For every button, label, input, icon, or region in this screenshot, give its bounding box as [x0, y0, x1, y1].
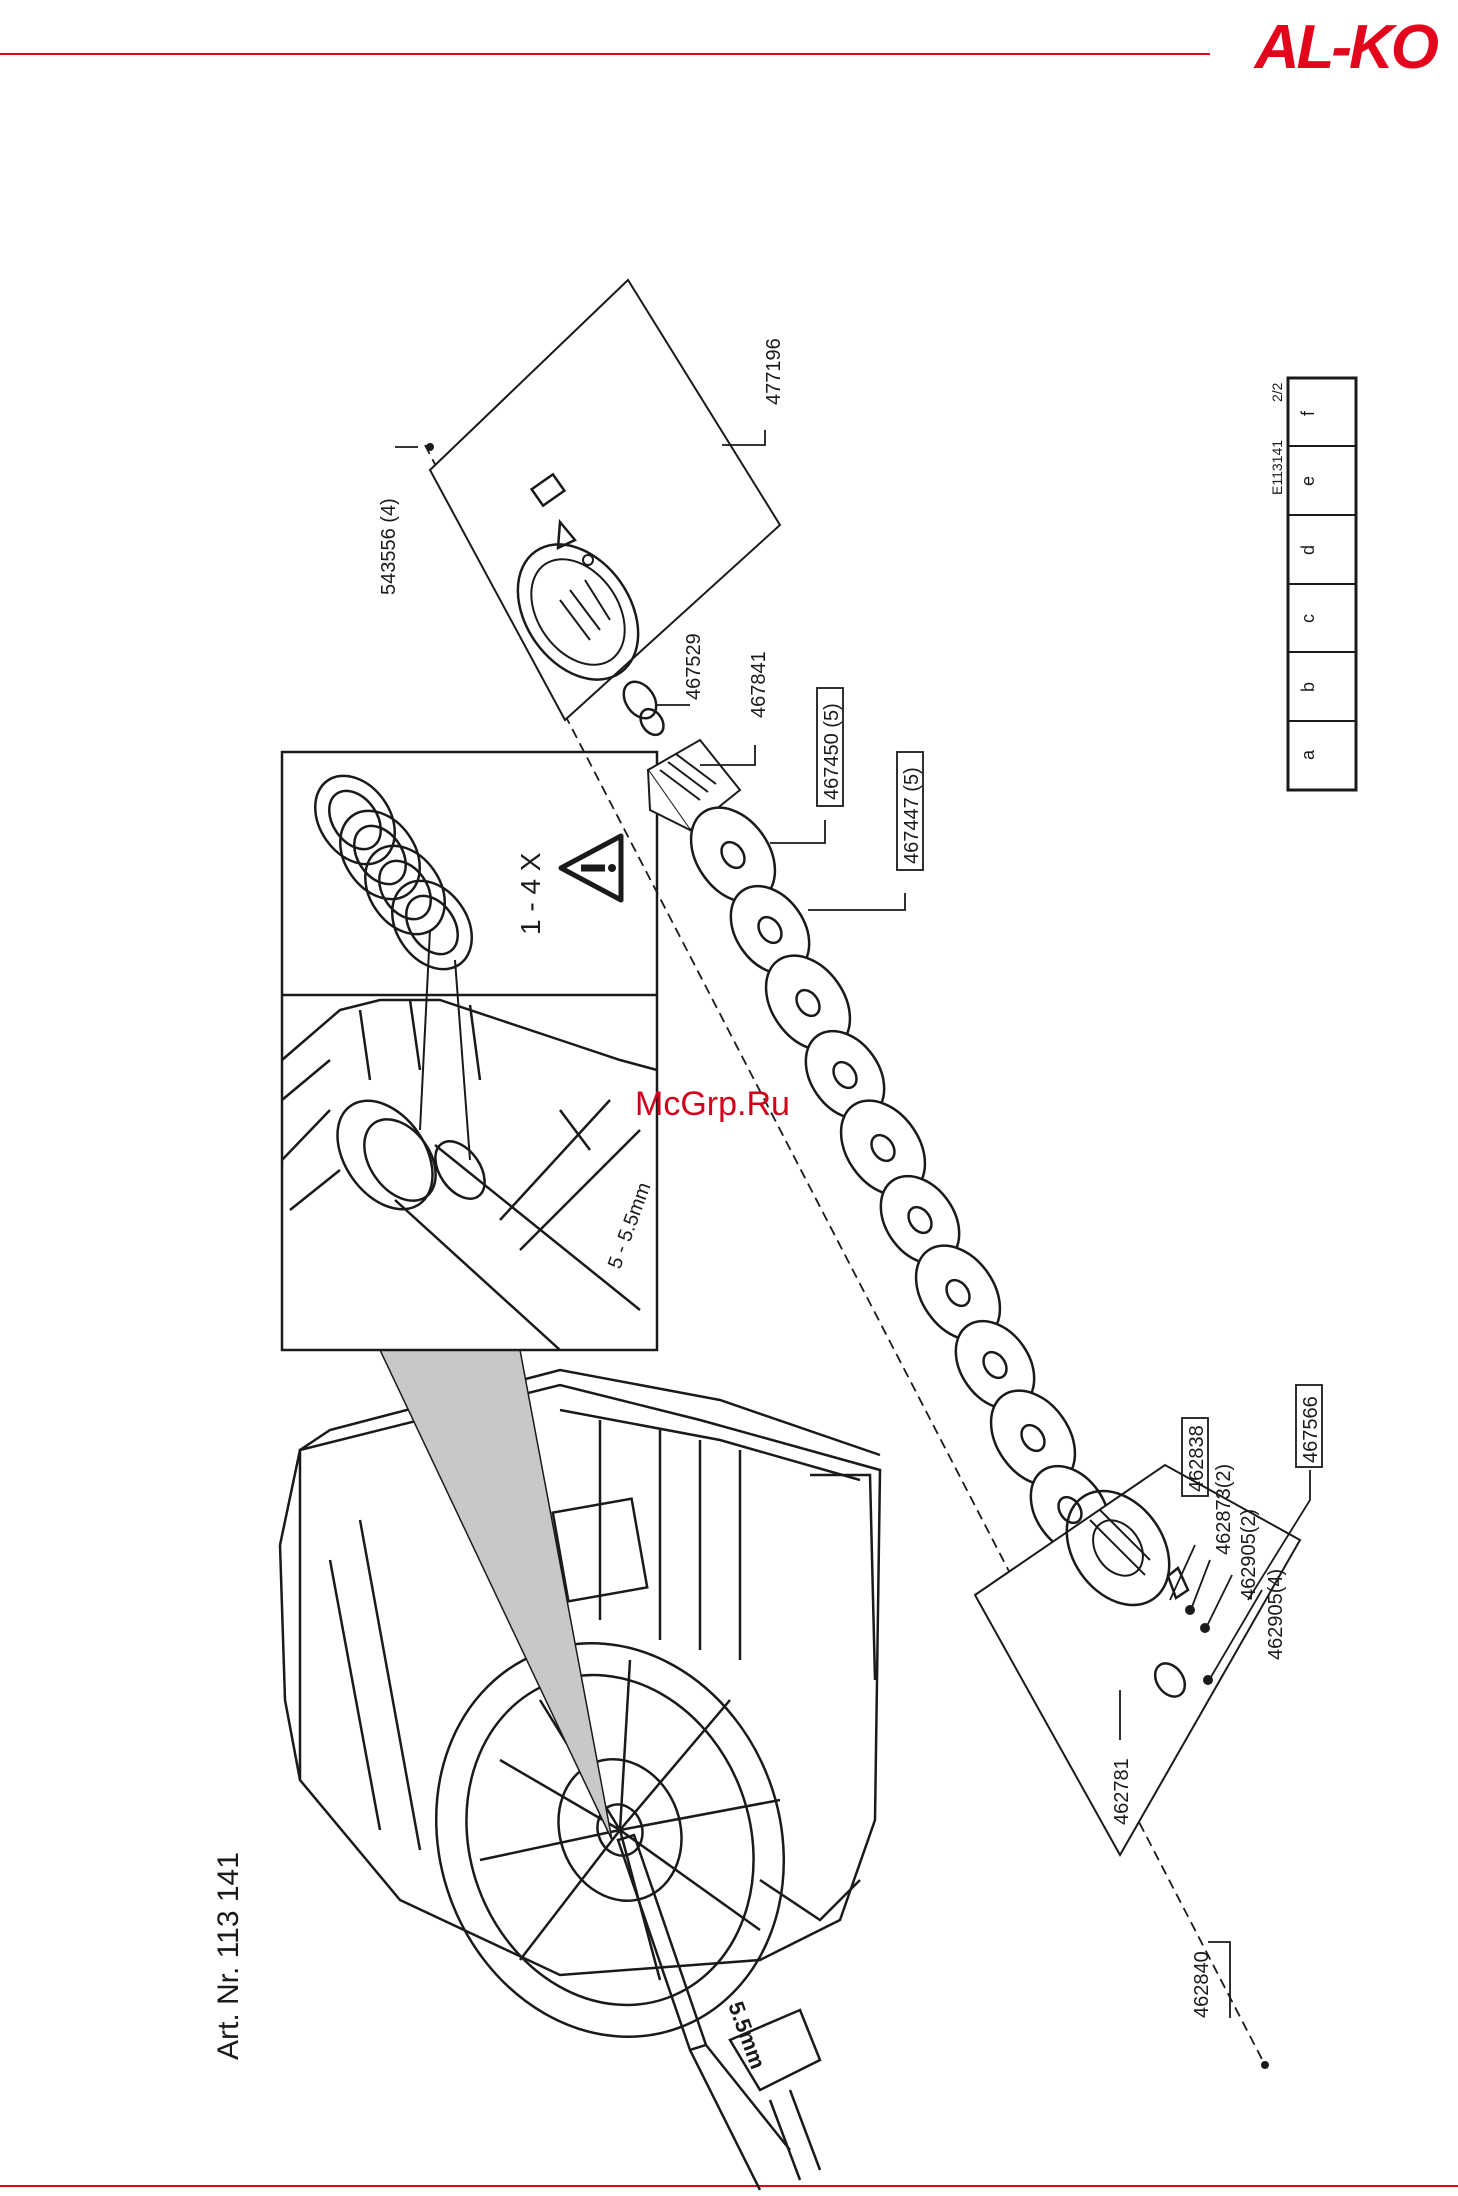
- part-label-467841: 467841: [748, 651, 770, 718]
- motor-end-face: [382, 1594, 838, 2086]
- sheet-col-e: e: [1298, 476, 1318, 486]
- zoom-funnel: [380, 1350, 612, 1840]
- part-label-462840: 462840: [1191, 1951, 1213, 2018]
- part-label-543556: 543556 (4): [378, 498, 400, 595]
- part-label-462873: 462873(2): [1213, 1464, 1235, 1555]
- part-label-467529: 467529: [683, 633, 705, 700]
- bearing-parts: [617, 676, 668, 740]
- part-label-467447: 467447 (5): [901, 767, 923, 864]
- part-label-477196: 477196: [763, 338, 785, 405]
- sheet-col-a: a: [1298, 749, 1318, 760]
- sheet-code: E113141: [1269, 440, 1285, 495]
- caliper: [618, 1835, 820, 2190]
- article-number: Art. Nr. 113 141: [212, 1852, 245, 2060]
- part-label-462781: 462781: [1111, 1758, 1133, 1825]
- part-label-462905-4: 462905(4): [1265, 1569, 1287, 1660]
- sheet-col-d: d: [1298, 545, 1318, 555]
- top-cover-box: [430, 280, 780, 720]
- repeat-count: 1 - 4 X: [515, 852, 546, 935]
- sheet-table: [1288, 378, 1356, 790]
- stage-stack: [674, 792, 1126, 1569]
- screw-icon: [426, 443, 434, 451]
- watermark: McGrp.Ru: [635, 1085, 790, 1123]
- sheet-col-b: b: [1298, 682, 1318, 692]
- sheet-col-f: f: [1298, 410, 1318, 416]
- detail-inset: 1 - 4 X 5 - 5.5mm: [282, 752, 657, 1350]
- part-label-467566: 467566: [1300, 1396, 1322, 1463]
- part-label-467450: 467450 (5): [821, 703, 843, 800]
- bolt-icon: [1261, 2061, 1269, 2069]
- caliper-reading: 5.5mm: [723, 1998, 770, 2072]
- part-label-462838: 462838: [1186, 1425, 1208, 1492]
- sheet-page: 2/2: [1269, 382, 1285, 402]
- sheet-col-c: c: [1298, 614, 1318, 623]
- part-label-462905-2: 462905(2): [1238, 1509, 1260, 1600]
